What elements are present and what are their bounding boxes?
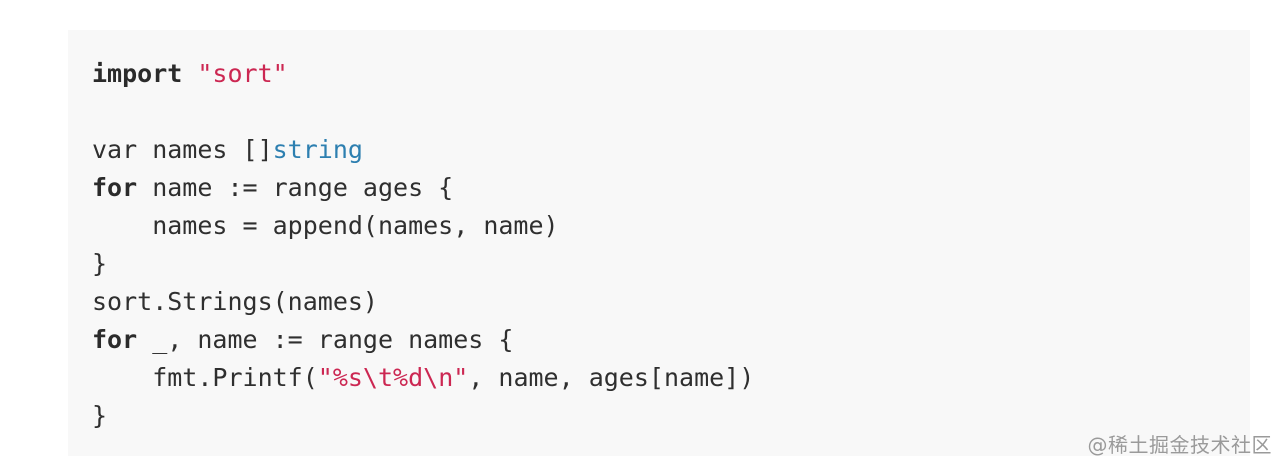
code-line: import "sort" bbox=[92, 55, 1250, 93]
code-token: _, name := range names { bbox=[137, 325, 514, 354]
code-token: name := range ages { bbox=[137, 173, 454, 202]
code-line: } bbox=[92, 397, 1250, 435]
code-token: , name, ages[name]) bbox=[468, 363, 755, 392]
string-token: "%s\t%d\n" bbox=[317, 363, 469, 392]
code-line: fmt.Printf("%s\t%d\n", name, ages[name]) bbox=[92, 359, 1250, 397]
code-token: names = append(names, name) bbox=[92, 211, 559, 240]
code-line: var names []string bbox=[92, 131, 1250, 169]
type-token: string bbox=[272, 135, 363, 164]
code-token bbox=[182, 59, 197, 88]
code-line bbox=[92, 93, 1250, 131]
code-token: } bbox=[92, 249, 108, 278]
code-line: for _, name := range names { bbox=[92, 321, 1250, 359]
string-token: "sort" bbox=[197, 59, 288, 88]
code-token: sort.Strings(names) bbox=[92, 287, 378, 316]
code-line: for name := range ages { bbox=[92, 169, 1250, 207]
keyword-token: for bbox=[92, 173, 138, 202]
code-line: } bbox=[92, 245, 1250, 283]
code-token: var names [] bbox=[92, 135, 273, 164]
code-line: sort.Strings(names) bbox=[92, 283, 1250, 321]
watermark: @稀土掘金技术社区 bbox=[1087, 433, 1272, 457]
code-line: names = append(names, name) bbox=[92, 207, 1250, 245]
keyword-token: import bbox=[92, 59, 183, 88]
code-token: fmt.Printf( bbox=[92, 363, 318, 392]
code-token: } bbox=[92, 401, 108, 430]
keyword-token: for bbox=[92, 325, 138, 354]
